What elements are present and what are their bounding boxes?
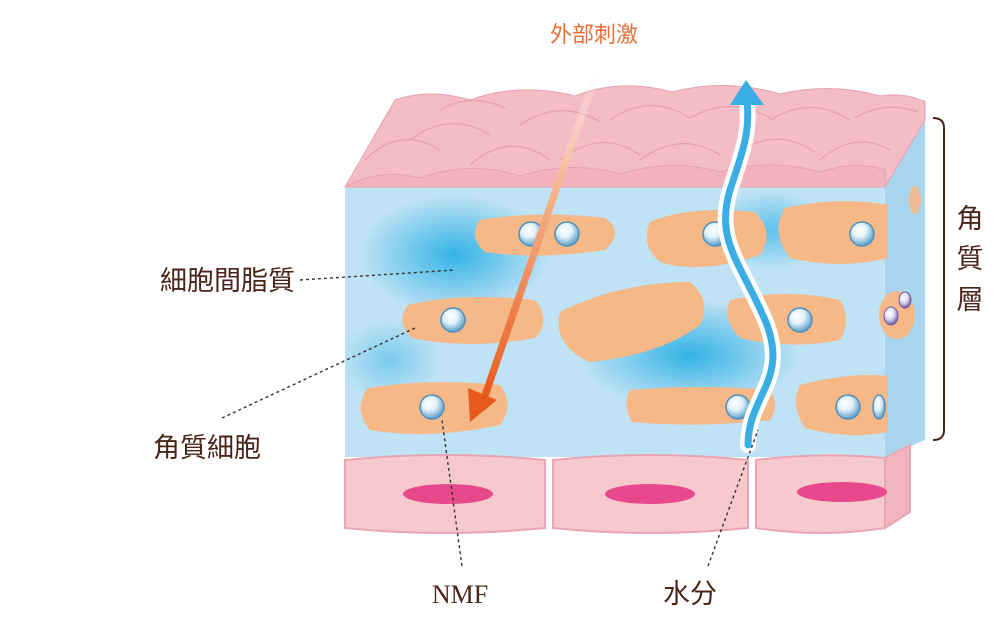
label-water: 水分 xyxy=(663,579,717,610)
external-stimulus-arrow xyxy=(468,60,604,422)
skin-surface xyxy=(344,84,926,188)
corneocyte-cell xyxy=(778,201,888,264)
leader-line-water xyxy=(707,429,759,567)
label-external-stimulus: 外部刺激 xyxy=(550,23,638,48)
label-stratum-corneum-3: 層 xyxy=(957,285,984,316)
water-arrow xyxy=(717,80,781,453)
label-intercellular-lipid: 細胞間脂質 xyxy=(160,266,295,297)
label-nmf: NMF xyxy=(432,580,488,609)
cell-nucleus xyxy=(797,482,887,502)
label-corneocyte: 角質細胞 xyxy=(153,433,261,464)
nmf-bubble xyxy=(872,394,886,420)
leader-line-nmf xyxy=(441,419,463,567)
nmf-bubble xyxy=(440,307,466,333)
basal-cells xyxy=(344,443,911,534)
nmf-bubbles xyxy=(419,221,886,420)
corneocyte-cell xyxy=(402,296,544,344)
nmf-bubble xyxy=(835,394,861,420)
cell-nucleus xyxy=(605,484,695,504)
cell-nucleus xyxy=(403,484,493,504)
stratum-corneum-bracket xyxy=(932,117,945,441)
corneocyte-cell xyxy=(727,294,846,345)
label-stratum-corneum-2: 質 xyxy=(957,244,984,275)
corneocyte-cell xyxy=(475,214,615,256)
label-stratum-corneum-1: 角 xyxy=(957,204,984,235)
nmf-bubble xyxy=(787,307,813,333)
nmf-bubble xyxy=(554,221,580,247)
nmf-bubble xyxy=(419,394,445,420)
nmf-bubble xyxy=(849,221,875,247)
leader-line-intercellular xyxy=(299,269,456,281)
corneocyte-cell xyxy=(558,282,705,362)
